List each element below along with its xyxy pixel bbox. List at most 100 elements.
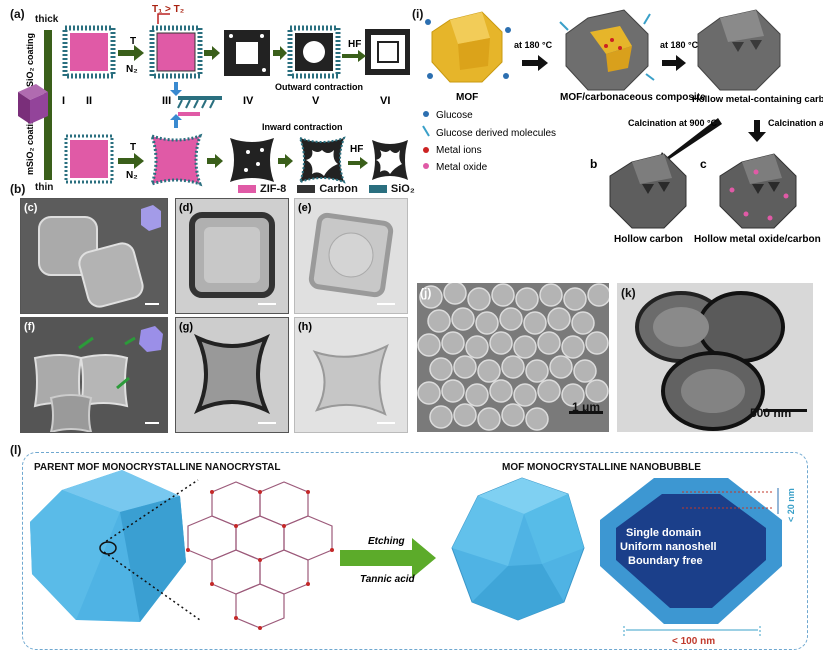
stage-VI-bottom [372, 140, 408, 180]
panel-a-legend: ZIF-8 Carbon SiO₂ [238, 183, 415, 195]
panel-a-label: (a) [10, 7, 25, 21]
micrograph-k [617, 283, 813, 432]
stage-label-III: III [162, 95, 171, 107]
hf-bottom: HF [350, 144, 363, 155]
panel-l-schematic: Etching Tannic acid Single domain Unifor… [30, 470, 796, 647]
shell-line-2: Uniform nanoshell [620, 541, 717, 553]
mof-label: MOF [456, 92, 478, 103]
panel-l-frame [22, 452, 808, 650]
calc500-label: Calcination at 500 °C [768, 118, 823, 128]
arrow-calc500 [748, 120, 766, 142]
outward-label: Outward contraction [275, 82, 363, 92]
stage-V-top [287, 25, 341, 79]
arrow-calc900 [656, 118, 722, 166]
stage-label-VI: VI [380, 95, 390, 107]
legend-zif8: ZIF-8 [260, 183, 287, 195]
arrow-bottom-4 [348, 157, 368, 169]
micro-label-c: (c) [24, 202, 38, 214]
micro-label-e: (e) [298, 202, 312, 214]
coating-bottom-label: mSiO₂ coating [25, 113, 35, 175]
arrow-mof-composite [522, 55, 548, 71]
arrow-top-2 [204, 46, 220, 60]
thick-label: thick [35, 14, 59, 25]
temp-arrow [157, 13, 170, 24]
stage-II-top [62, 25, 116, 79]
calc900-label: Calcination at 900 °C [628, 118, 718, 128]
stage-label-V: V [312, 95, 320, 107]
zoom-circle [99, 541, 117, 555]
legend-glucose-derived: Glucose derived molecules [436, 128, 556, 139]
etching-label: Etching [368, 536, 405, 547]
legend-metal-ions: Metal ions [436, 145, 482, 156]
coating-top-label: mSiO₂ coating [25, 33, 35, 95]
step-N2-bottom: N₂ [126, 170, 138, 181]
step-N2-top: N₂ [126, 64, 138, 75]
label-b: b [590, 157, 597, 171]
hollow-oxide-polyhedron [719, 153, 797, 229]
framework-structure [187, 481, 333, 629]
framework-atoms [186, 490, 334, 630]
legend-glucose-derived-marker [422, 125, 430, 137]
panel-k-label: (k) [621, 286, 636, 300]
legend-swatch-carbon [297, 185, 316, 194]
panel-i-schematic: MOF at 180 °C MOF/carbonaceous composite… [422, 9, 823, 245]
hollow-carbon-polyhedron [609, 153, 687, 229]
micrograph-g [175, 317, 289, 433]
micrograph-d [175, 198, 289, 314]
at180-2: at 180 °C [660, 40, 699, 50]
stage-III-top [149, 25, 203, 79]
arrow-top-4 [342, 50, 366, 62]
legend-metal-oxide-marker [423, 163, 429, 169]
nanobubble [451, 477, 585, 621]
parent-crystal [30, 470, 186, 622]
arrow-bottom-1 [118, 153, 144, 169]
shell-line-3: Boundary free [628, 555, 703, 567]
micro-label-g: (g) [179, 321, 194, 333]
arrow-bottom-3 [278, 154, 293, 168]
hollow-carbon-label: Hollow carbon [614, 234, 683, 245]
thin-label: thin [35, 182, 54, 193]
legend-metal-ions-marker [423, 147, 429, 153]
etching-arrow [340, 538, 436, 578]
hf-top: HF [348, 39, 361, 50]
micrograph-e [294, 198, 408, 314]
legend-glucose: Glucose [436, 110, 473, 121]
panel-b-label: (b) [10, 182, 26, 196]
dim-width-label: < 100 nm [672, 636, 715, 647]
arrow-bottom-2 [207, 154, 223, 168]
panel-j-label: (j) [420, 286, 432, 300]
panel-l-label: (l) [10, 443, 22, 457]
dim-thick-label: < 20 nm [786, 488, 796, 522]
scale-j: 1 μm [572, 400, 601, 414]
micrograph-h [294, 317, 408, 433]
tannic-label: Tannic acid [360, 574, 416, 585]
hollow-metal-label: Hollow metal-containing carbonaceous mat… [692, 94, 823, 105]
parent-title: PARENT MOF MONOCRYSTALLINE NANOCRYSTAL [34, 462, 281, 473]
temp-condition: T₁ > T₂ [152, 4, 184, 15]
stage-IV-top [224, 30, 270, 76]
stage-label-II: II [86, 95, 92, 107]
stage-II-bottom [64, 134, 114, 184]
stage-IV-bottom [230, 138, 274, 182]
panel-a-schematic: mSiO₂ coating mSiO₂ coating T₁ > T₂ T N₂… [18, 4, 410, 187]
arrow-top-3 [273, 46, 287, 60]
micro-label-f: (f) [24, 321, 35, 333]
mof-polyhedron [425, 11, 511, 83]
hollow-metal-polyhedron [697, 9, 781, 91]
stage-label-I: I [62, 95, 65, 107]
stage-V-bottom [298, 136, 346, 184]
composite-polyhedron [559, 9, 655, 91]
zif8-cube [18, 84, 48, 124]
legend-glucose-marker [423, 111, 429, 117]
composite-label: MOF/carbonaceous composite [560, 92, 706, 103]
stage-III-bottom [149, 133, 203, 187]
legend-carbon: Carbon [319, 183, 358, 195]
scalebar-k [763, 409, 807, 412]
arrow-top-1 [118, 45, 144, 61]
micrograph-c [20, 198, 168, 314]
scalebar-j [569, 411, 603, 414]
micrograph-j [417, 283, 609, 432]
micrograph-f [20, 317, 168, 434]
panel-i-label: (i) [412, 7, 424, 21]
stage-VI-top [365, 29, 410, 75]
